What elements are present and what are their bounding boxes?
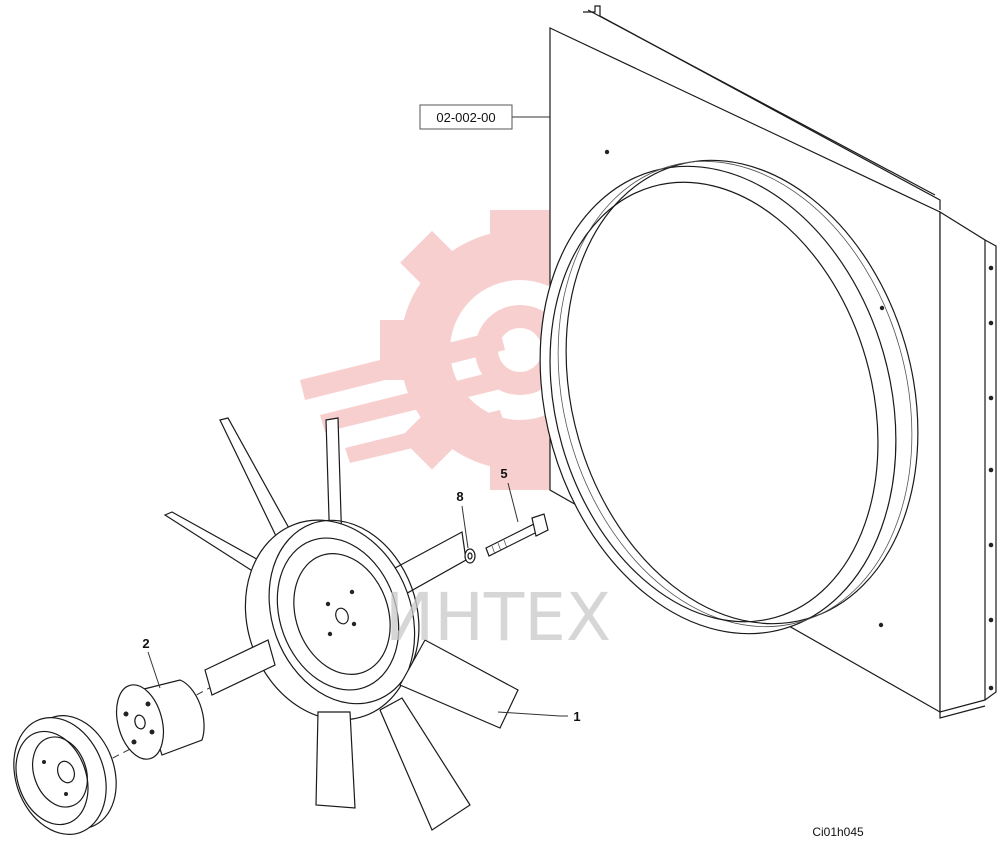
bolt	[485, 513, 549, 557]
radiator-shroud	[539, 5, 997, 719]
pulley	[13, 715, 117, 835]
cooling-fan	[163, 417, 519, 831]
leader-lines	[147, 116, 568, 717]
spacer	[115, 679, 205, 760]
reference-box: 02-002-00	[419, 104, 513, 130]
watermark-text: ИНТЕХ	[385, 579, 611, 656]
callout-5: 5	[500, 466, 507, 481]
washer	[464, 548, 476, 564]
callout-1: 1	[573, 709, 580, 724]
callout-2: 2	[142, 636, 149, 651]
callout-8: 8	[456, 489, 463, 504]
reference-box-label: 02-002-00	[436, 110, 495, 125]
drawing-code: Ci01h045	[812, 825, 864, 839]
